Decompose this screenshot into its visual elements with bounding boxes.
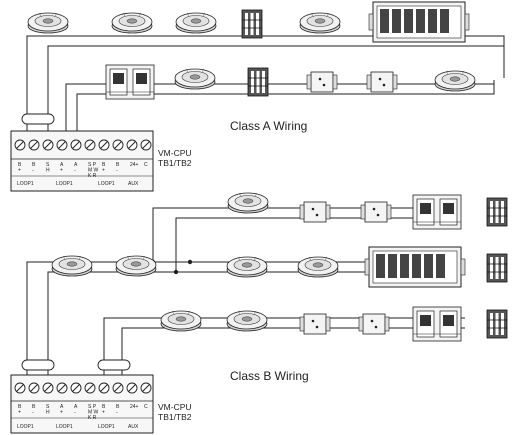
class-b-terminal-screw <box>126 382 138 394</box>
class-a-terminal-label: + <box>18 168 21 174</box>
class-b-loop-tag-right <box>97 359 131 371</box>
class-a-terminal-label: - <box>116 168 118 174</box>
class-a-terminal-screw <box>112 139 124 151</box>
class-a-terminal-group-label: AUX <box>128 181 139 187</box>
class-a-terminal-label: A <box>74 162 78 168</box>
class-a-terminal-screw <box>126 139 138 151</box>
class-b-terminal-label: + <box>60 410 63 416</box>
class-a-wires <box>26 35 505 132</box>
class-b-terminal-label: B <box>102 404 106 410</box>
class-b-terminal-label: 24+ <box>130 404 139 410</box>
class-b-terminal-label: S P <box>88 404 97 410</box>
class-b-panel-name: VM-CPU <box>158 402 192 412</box>
class-b-terminal-label: B <box>32 404 36 410</box>
class-b-terminal-label: M W <box>88 410 99 416</box>
class-a-terminal-label: M W <box>88 168 99 174</box>
class-b-terminal-label: B <box>116 404 120 410</box>
class-a-terminal-label: - <box>32 168 34 174</box>
class-a-terminal-label: A <box>60 162 64 168</box>
class-b-terminal-screw <box>84 382 96 394</box>
class-b-terminal-group-label: AUX <box>128 424 139 430</box>
class-b-terminal-screw <box>112 382 124 394</box>
class-a-terminal-screw <box>28 139 40 151</box>
class-b-devices <box>51 192 508 342</box>
class-a-terminal-screw <box>70 139 82 151</box>
class-a-terminal-group-label: LOOP1 <box>56 181 73 187</box>
class-a-terminal-label: B <box>32 162 36 168</box>
class-a-panel-name: VM-CPU <box>158 148 192 158</box>
class-b-terminal-label: H <box>46 410 50 416</box>
class-b-terminal-label: C <box>144 404 148 410</box>
class-a-terminal-screw <box>98 139 110 151</box>
class-b-terminal-label: - <box>32 410 34 416</box>
class-a-terminal-screw <box>42 139 54 151</box>
class-a-terminal-label: K R <box>88 173 97 179</box>
class-b-terminal-group-label: LOOP1 <box>98 424 115 430</box>
class-b-terminal-label: + <box>18 410 21 416</box>
class-a-terminal-screw <box>84 139 96 151</box>
class-b-terminal-screw <box>14 382 26 394</box>
class-b-terminal-label: - <box>74 410 76 416</box>
class-a-terminal-label: S <box>46 162 50 168</box>
class-b-loop-tag-left <box>21 359 55 371</box>
class-a-caption: Class A Wiring <box>230 119 307 133</box>
class-b-caption: Class B Wiring <box>230 369 309 383</box>
class-b-terminal-label: S <box>46 404 50 410</box>
class-b-terminal-label: + <box>102 410 105 416</box>
class-a-terminal-screw <box>140 139 152 151</box>
class-b-panel-tb: TB1/TB2 <box>158 412 192 422</box>
class-a-panel-tb: TB1/TB2 <box>158 158 192 168</box>
class-a-terminal-label: B <box>18 162 22 168</box>
class-b-terminal-label: - <box>116 410 118 416</box>
class-b-terminal-screw <box>28 382 40 394</box>
class-b-terminal-screw <box>70 382 82 394</box>
class-b-terminal-group-label: LOOP1 <box>56 424 73 430</box>
class-a-terminal-label: - <box>74 168 76 174</box>
class-b-terminal-group-label: LOOP1 <box>17 424 34 430</box>
class-b-terminal-screw <box>56 382 68 394</box>
class-a-terminal-label: S P <box>88 162 97 168</box>
class-a-terminal-label: 24+ <box>130 162 139 168</box>
class-b-terminal-screw <box>140 382 152 394</box>
class-a-terminal-label: B <box>102 162 106 168</box>
class-a-terminal-screw <box>14 139 26 151</box>
class-a-terminal-label: B <box>116 162 120 168</box>
class-a-terminal-label: + <box>102 168 105 174</box>
class-b-terminal-screw <box>42 382 54 394</box>
class-a-terminal-label: H <box>46 168 50 174</box>
class-b-terminal-label: K R <box>88 415 97 421</box>
class-a-loop-tag <box>21 113 55 125</box>
class-a-terminal-screw <box>56 139 68 151</box>
class-a-terminal-label: C <box>144 162 148 168</box>
class-a-terminal-group-label: LOOP1 <box>98 181 115 187</box>
class-b-wires <box>26 207 465 376</box>
class-b-terminal-label: B <box>18 404 22 410</box>
class-b-terminal-label: A <box>74 404 78 410</box>
class-b-terminal-screw <box>98 382 110 394</box>
class-a-terminal-group-label: LOOP1 <box>17 181 34 187</box>
class-a-terminal-label: + <box>60 168 63 174</box>
class-b-terminal-label: A <box>60 404 64 410</box>
